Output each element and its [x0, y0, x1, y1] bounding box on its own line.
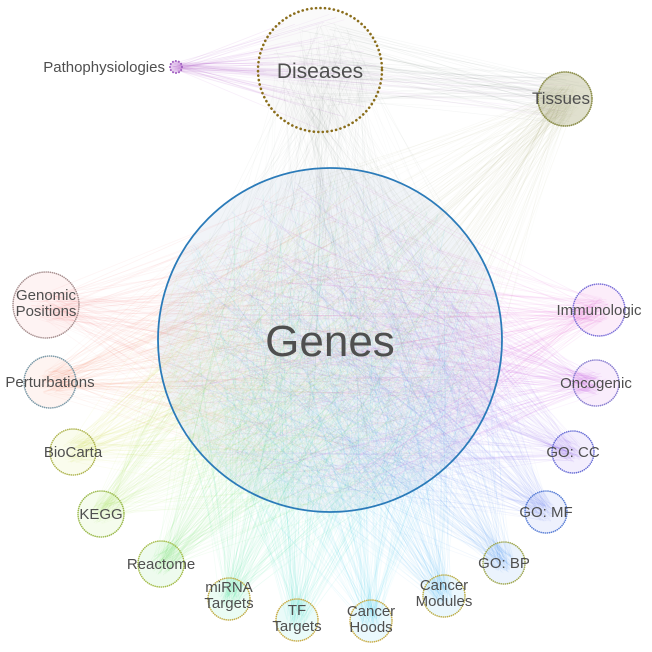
node-diseases[interactable]	[256, 6, 384, 134]
node-label-genes: Genes	[265, 317, 395, 366]
node-cancer_modules[interactable]	[422, 574, 466, 618]
edge-fan-perturbations-genes	[38, 184, 495, 489]
edge-fan-kegg-genes	[89, 175, 481, 525]
node-label-oncogenic: Oncogenic	[560, 375, 632, 392]
node-label-pathophysiologies: Pathophysiologies	[43, 59, 165, 76]
edge-fan-reactome-genes	[150, 184, 482, 576]
node-oncogenic[interactable]	[572, 359, 620, 407]
node-label-tissues: Tissues	[532, 89, 590, 108]
node-pathophysiologies[interactable]	[169, 60, 183, 74]
node-reactome[interactable]	[137, 540, 185, 588]
edge-layer	[30, 14, 611, 631]
node-label-kegg: KEGG	[79, 506, 122, 523]
edge-fan-oncogenic-genes	[165, 175, 607, 500]
node-go_mf[interactable]	[524, 490, 568, 534]
edge-fan-biocarta-genes	[63, 181, 489, 506]
node-label-go_mf: GO: MF	[519, 504, 572, 521]
node-layer	[12, 6, 626, 643]
edge-fan-go_mf-genes	[166, 175, 557, 522]
node-label-reactome: Reactome	[127, 556, 195, 573]
node-label-immunologic: Immunologic	[556, 302, 642, 319]
edge-fan-diseases-genes	[163, 22, 494, 497]
node-label-perturbations: Perturbations	[5, 374, 94, 391]
node-label-biocarta: BioCarta	[44, 444, 103, 461]
node-kegg[interactable]	[77, 490, 125, 538]
node-mirna_targets[interactable]	[207, 577, 251, 621]
edge-fan-cancer_hoods-genes	[184, 181, 496, 631]
edge-fan-mirna_targets-genes	[164, 177, 479, 610]
node-perturbations[interactable]	[23, 355, 77, 409]
node-immunologic[interactable]	[572, 283, 626, 337]
node-label-go_cc: GO: CC	[546, 444, 600, 461]
node-label-go_bp: GO: BP	[478, 555, 530, 572]
node-tissues[interactable]	[537, 71, 593, 127]
node-biocarta[interactable]	[49, 428, 97, 476]
node-label-diseases: Diseases	[277, 60, 363, 83]
edge-fan-immunologic-genes	[170, 181, 611, 500]
edge-fan-tf_targets-genes	[179, 182, 479, 630]
node-go_cc[interactable]	[551, 430, 595, 474]
edge-fan-go_cc-genes	[170, 181, 583, 493]
edge-fan-genomic_positions-genes	[30, 189, 487, 501]
edge-fan-pathophysiologies-tissues	[171, 63, 585, 119]
node-genes[interactable]	[157, 167, 503, 513]
node-go_bp[interactable]	[482, 541, 526, 585]
node-cancer_hoods[interactable]	[349, 599, 393, 643]
edge-fan-cancer_modules-genes	[163, 184, 475, 607]
node-tf_targets[interactable]	[275, 598, 319, 642]
node-genomic_positions[interactable]	[12, 271, 80, 339]
edge-fan-tissues-genes	[197, 84, 579, 486]
edge-fan-diseases-tissues	[273, 21, 591, 125]
edge-fan-go_bp-genes	[185, 181, 514, 574]
genes-disc-underlay	[158, 168, 502, 512]
